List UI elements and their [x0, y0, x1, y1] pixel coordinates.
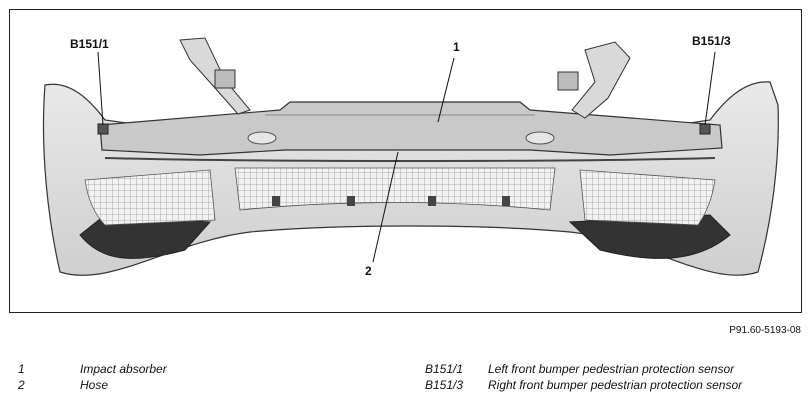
leader-b151-3: [704, 51, 716, 126]
grille-left: [84, 169, 216, 226]
grille-center: [234, 167, 556, 211]
legend-key: B151/1: [425, 362, 464, 376]
legend-text: Left front bumper pedestrian protection …: [488, 362, 735, 376]
legend-text: Right front bumper pedestrian protection…: [488, 378, 743, 392]
sensor-b151-1: [97, 123, 109, 135]
impact-absorber: [99, 101, 723, 156]
diagram-frame: 1 2 B151/1 B151/3: [9, 9, 802, 313]
sensor-b151-3: [699, 123, 711, 135]
bumper-illustration: [42, 37, 779, 276]
lower-opening-left: [79, 214, 212, 259]
callout-1: 1: [453, 40, 460, 54]
legend-item: 2 Hose: [18, 378, 108, 392]
grille-right: [579, 169, 716, 226]
lower-opening-right: [568, 214, 731, 259]
legend-text: Impact absorber: [80, 362, 167, 376]
legend-item: B151/1 Left front bumper pedestrian prot…: [425, 362, 805, 376]
legend-item: 1 Impact absorber: [18, 362, 167, 376]
leader-b151-1: [97, 51, 104, 126]
callout-2: 2: [365, 264, 372, 278]
figure-reference: P91.60-5193-08: [729, 325, 801, 336]
legend-key: 2: [18, 378, 25, 392]
legend-key: 1: [18, 362, 25, 376]
legend-key: B151/3: [425, 378, 464, 392]
leader-2: [372, 151, 399, 263]
leader-1: [437, 57, 455, 123]
bracket-right: [571, 41, 631, 119]
callout-b151-3: B151/3: [692, 34, 731, 48]
legend-text: Hose: [80, 378, 109, 392]
callout-b151-1: B151/1: [70, 37, 109, 51]
legend-item: B151/3 Right front bumper pedestrian pro…: [425, 378, 805, 392]
hose: [104, 157, 716, 162]
